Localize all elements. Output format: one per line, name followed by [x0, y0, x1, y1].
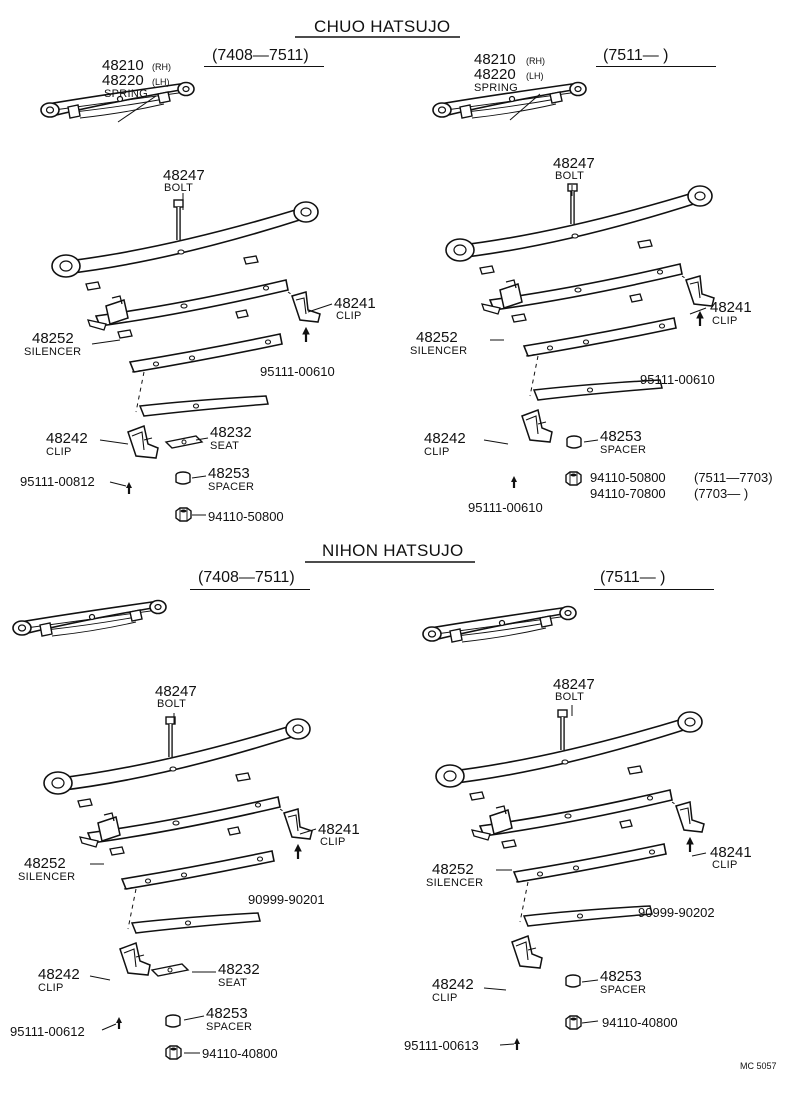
- tl-spacer-part-number: 48253: [208, 465, 250, 482]
- tr-clip-48242-caption: CLIP: [424, 446, 450, 458]
- bl-bolt-part-number: 48247: [155, 683, 197, 700]
- bl-clip-48242-part-number: 48242: [38, 966, 80, 983]
- tl-clip-48242-part-number: 48242: [46, 430, 88, 447]
- tr-screw-95111-00610-upper: 95111-00610: [640, 372, 715, 387]
- tr-nut-94110-70800-range: (7703— ): [694, 486, 749, 501]
- tl-date-range: (7408—7511): [212, 47, 309, 64]
- tr-spring-lh-label: (LH): [526, 71, 544, 81]
- figure-code: MC 5057: [740, 1061, 777, 1071]
- tr-bolt-part-number: 48247: [553, 155, 595, 172]
- tl-spring-caption: SPRING: [104, 88, 148, 100]
- tl-clip-48241-caption: CLIP: [336, 310, 362, 322]
- section-heading-chuo-hatsujo: CHUO HATSUJO: [314, 17, 451, 36]
- tr-spacer-part-number: 48253: [600, 428, 642, 445]
- tr-clip-48241-caption: CLIP: [712, 315, 738, 327]
- tr-clip-48241-part-number: 48241: [710, 299, 752, 316]
- tl-clip-48242-caption: CLIP: [46, 446, 72, 458]
- tl-bolt-part-number: 48247: [163, 167, 205, 184]
- tr-screw-95111-00610-lower: 95111-00610: [468, 500, 543, 515]
- bl-nut-94110-40800: 94110-40800: [202, 1046, 278, 1061]
- br-bolt-part-number: 48247: [553, 676, 595, 693]
- br-clip-48241-caption: CLIP: [712, 859, 738, 871]
- br-silencer-caption: SILENCER: [426, 877, 484, 889]
- tr-date-range: (7511— ): [603, 47, 669, 64]
- tl-silencer-caption: SILENCER: [24, 346, 82, 358]
- tl-seat-caption: SEAT: [210, 440, 240, 452]
- br-silencer-part-number: 48252: [432, 861, 474, 878]
- bl-seat-caption: SEAT: [218, 977, 248, 989]
- br-date-range: (7511— ): [600, 569, 666, 586]
- tr-nut-94110-50800: 94110-50800: [590, 470, 666, 485]
- tr-bolt-caption: BOLT: [555, 170, 585, 182]
- tl-bolt-caption: BOLT: [164, 182, 194, 194]
- br-spacer-part-number: 48253: [600, 968, 642, 985]
- tl-screw-95111-00610: 95111-00610: [260, 364, 335, 379]
- tr-silencer-part-number: 48252: [416, 329, 458, 346]
- bl-screw-90999-90201: 90999-90201: [248, 892, 325, 907]
- br-clip-48241-part-number: 48241: [710, 844, 752, 861]
- tr-spring-rh-label: (RH): [526, 56, 545, 66]
- tr-silencer-caption: SILENCER: [410, 345, 468, 357]
- bl-silencer-part-number: 48252: [24, 855, 66, 872]
- tr-spring-rh-part-number: 48210: [474, 51, 516, 68]
- tr-nut-94110-70800: 94110-70800: [590, 486, 666, 501]
- bl-date-range: (7408—7511): [198, 569, 295, 586]
- tr-spring-caption: SPRING: [474, 82, 518, 94]
- tl-screw-95111-00812: 95111-00812: [20, 474, 95, 489]
- tl-spring-rh-part-number: 48210: [102, 57, 144, 74]
- br-screw-95111-00613: 95111-00613: [404, 1038, 479, 1053]
- tr-spacer-caption: SPACER: [600, 444, 647, 456]
- bl-spacer-caption: SPACER: [206, 1021, 253, 1033]
- br-spacer-caption: SPACER: [600, 984, 647, 996]
- bl-seat-part-number: 48232: [218, 961, 260, 978]
- br-clip-48242-caption: CLIP: [432, 992, 458, 1004]
- tr-clip-48242-part-number: 48242: [424, 430, 466, 447]
- tl-spring-rh-label: (RH): [152, 62, 171, 72]
- bl-screw-95111-00612: 95111-00612: [10, 1024, 85, 1039]
- bl-spacer-part-number: 48253: [206, 1005, 248, 1022]
- bl-clip-48241-caption: CLIP: [320, 836, 346, 848]
- br-screw-90999-90202: 90999-90202: [638, 905, 715, 920]
- bl-silencer-caption: SILENCER: [18, 871, 76, 883]
- tl-spring-lh-label: (LH): [152, 77, 170, 87]
- tl-clip-48241-part-number: 48241: [334, 295, 376, 312]
- tl-seat-part-number: 48232: [210, 424, 252, 441]
- br-bolt-caption: BOLT: [555, 691, 585, 703]
- tl-spring-lh-part-number: 48220: [102, 72, 144, 89]
- bl-clip-48241-part-number: 48241: [318, 821, 360, 838]
- tl-spacer-caption: SPACER: [208, 481, 255, 493]
- tr-nut-94110-50800-range: (7511—7703): [694, 470, 773, 485]
- tr-spring-lh-part-number: 48220: [474, 66, 516, 83]
- br-nut-94110-40800: 94110-40800: [602, 1015, 678, 1030]
- bl-clip-48242-caption: CLIP: [38, 982, 64, 994]
- tl-nut-94110-50800: 94110-50800: [208, 509, 284, 524]
- br-clip-48242-part-number: 48242: [432, 976, 474, 993]
- tl-silencer-part-number: 48252: [32, 330, 74, 347]
- bl-bolt-caption: BOLT: [157, 698, 187, 710]
- section-heading-nihon-hatsujo: NIHON HATSUJO: [322, 541, 464, 560]
